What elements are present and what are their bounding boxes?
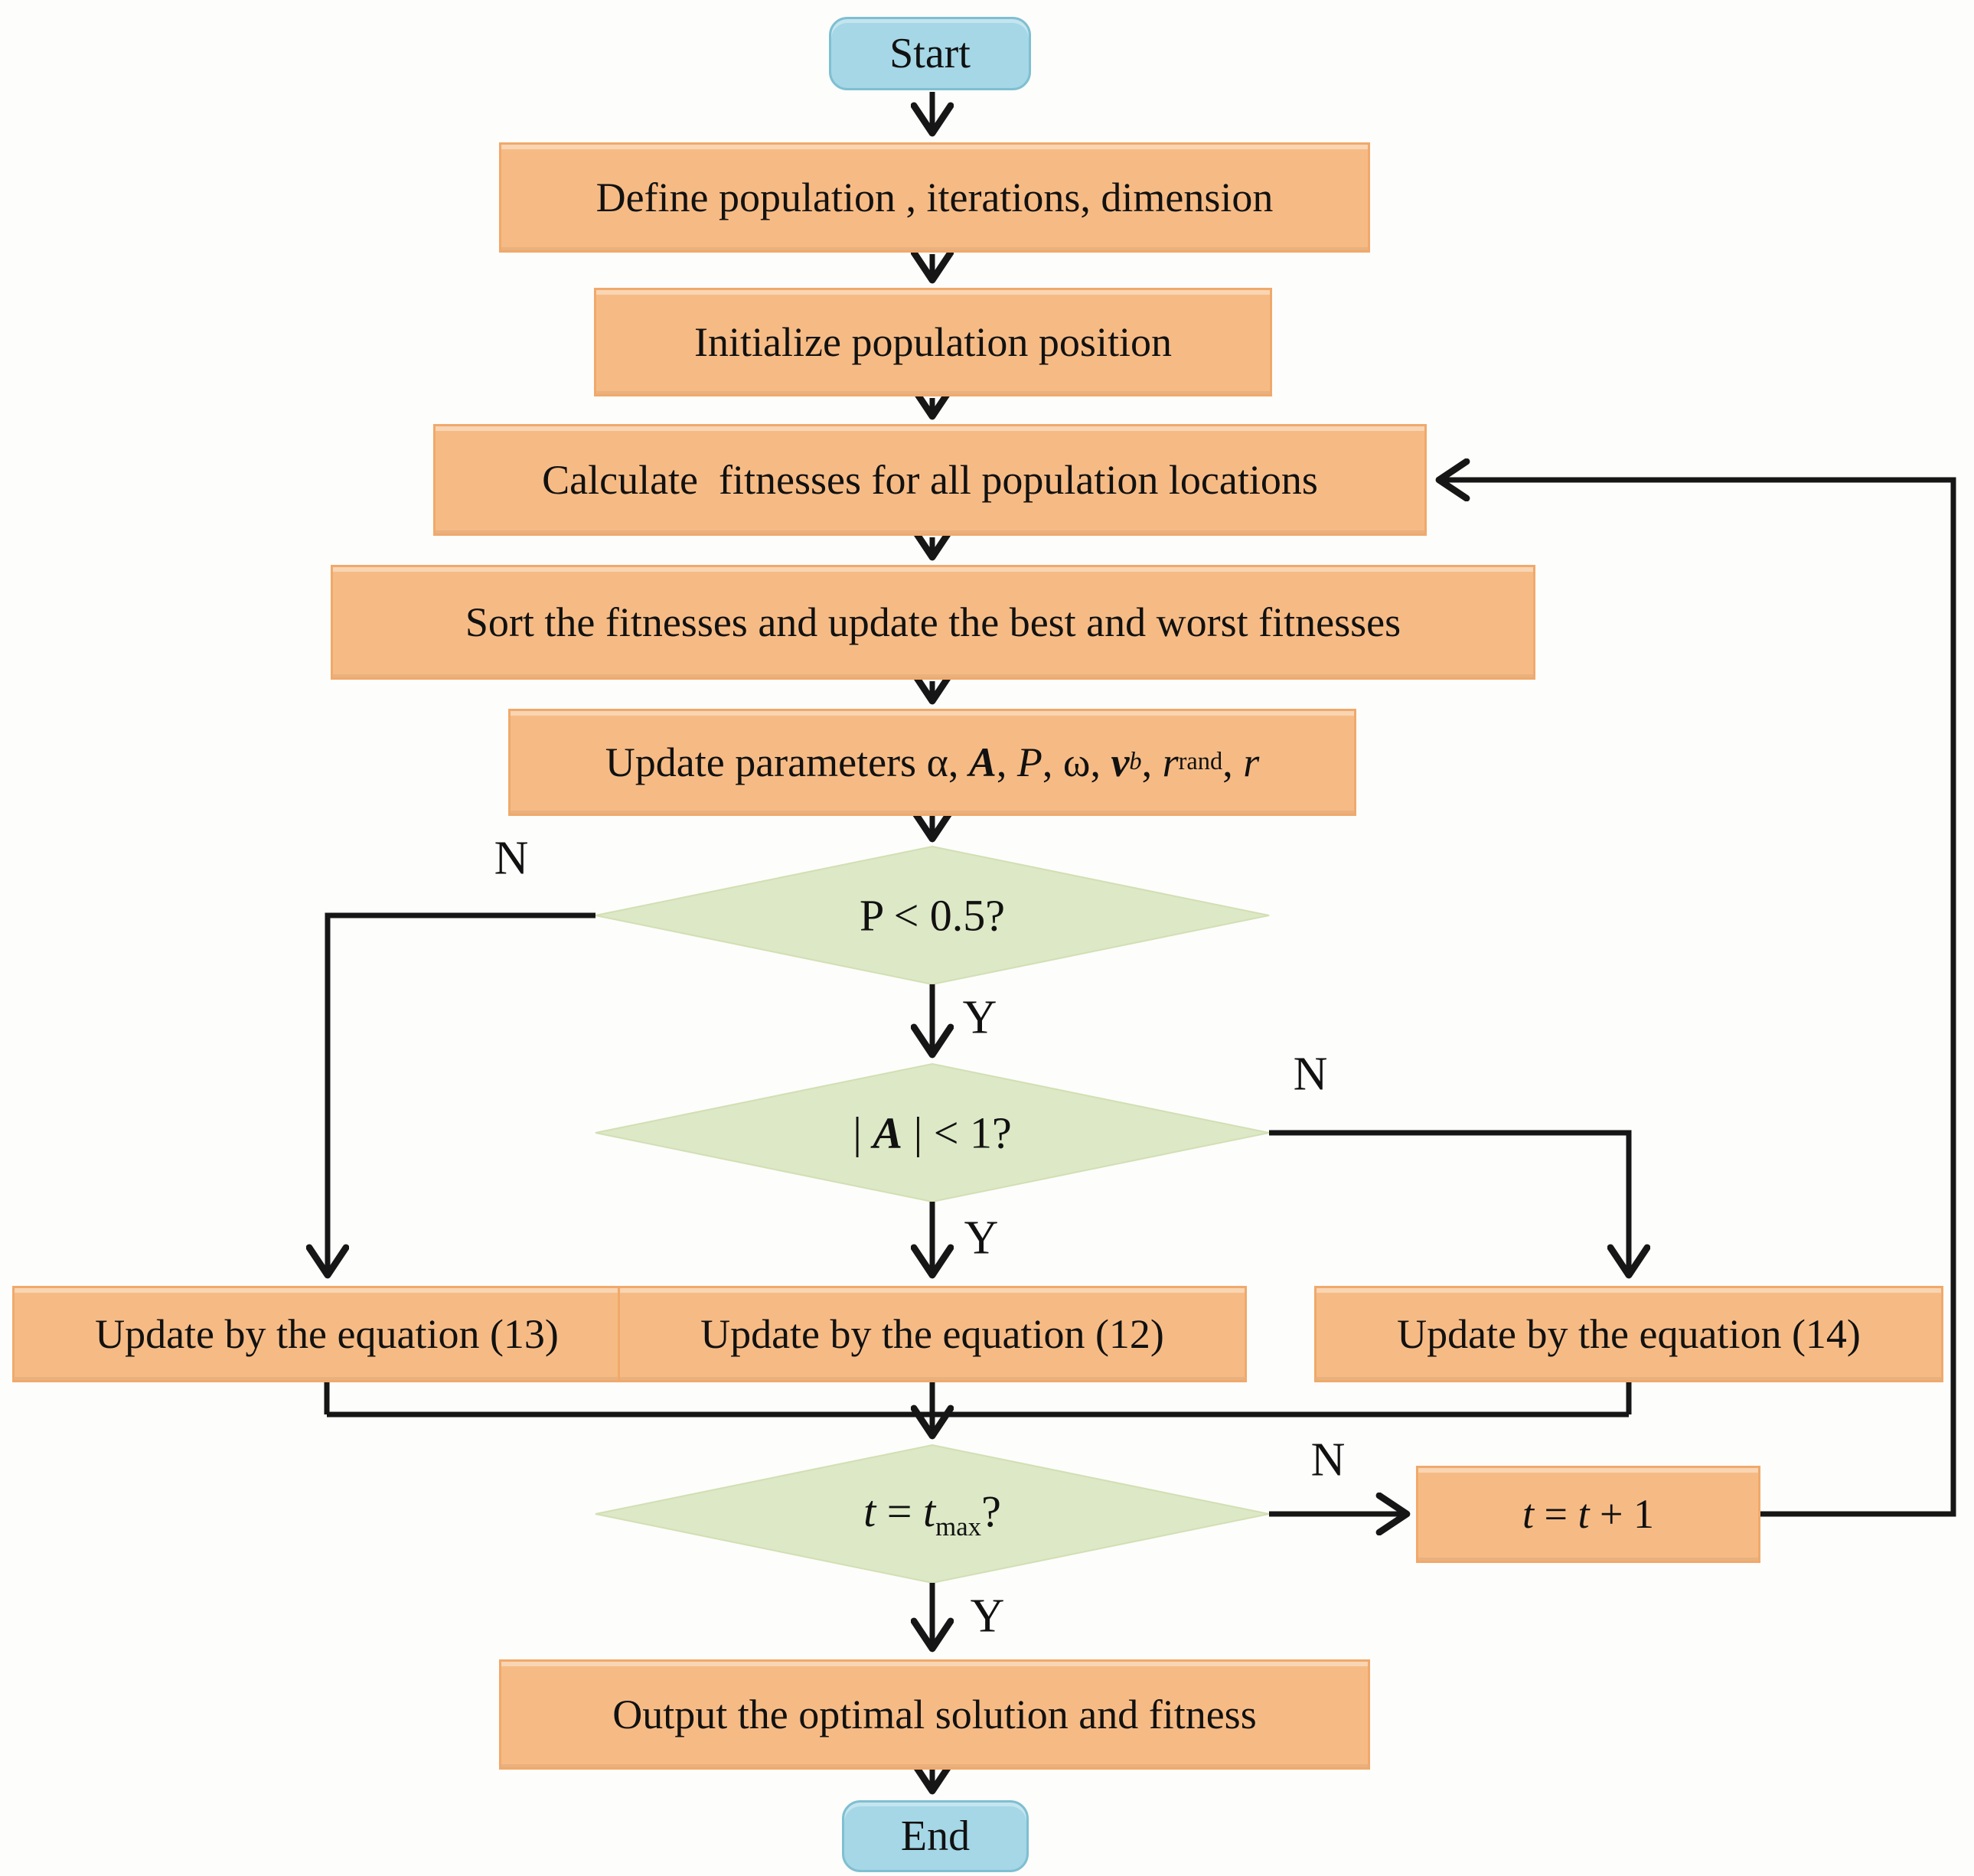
loopback-line — [1439, 480, 1956, 1517]
arrow-decision-p-no — [328, 912, 595, 1275]
branch-label-n3: N — [1310, 1434, 1346, 1486]
output-node: Output the optimal solution and fitness — [499, 1659, 1370, 1770]
sort-fitness-node: Sort the fitnesses and update the best a… — [331, 565, 1535, 680]
decision-a-label: | A | < 1? — [853, 1108, 1012, 1158]
branch-label-y1: Y — [962, 991, 997, 1044]
branch-label-n1: N — [494, 832, 529, 885]
initialize-node: Initialize population position — [594, 288, 1272, 396]
iteration-increment-node: t = t + 1 — [1416, 1466, 1760, 1563]
branch-label-y2: Y — [964, 1212, 999, 1264]
branch-label-n2: N — [1293, 1048, 1328, 1101]
branch-label-y3: Y — [970, 1590, 1005, 1643]
end-node: End — [842, 1800, 1029, 1872]
arrow-decision-a-no — [1269, 1130, 1629, 1275]
update-eq12-node: Update by the equation (12) — [618, 1286, 1247, 1382]
decision-p-label: P < 0.5? — [859, 890, 1006, 941]
update-eq13-node: Update by the equation (13) — [12, 1286, 641, 1382]
decision-t-label: t = tmax? — [863, 1486, 1001, 1542]
update-eq14-node: Update by the equation (14) — [1314, 1286, 1943, 1382]
define-node: Define population , iterations, dimensio… — [499, 142, 1370, 253]
start-node: Start — [829, 17, 1031, 90]
calculate-fitness-node: Calculate fitnesses for all population l… — [433, 424, 1427, 536]
